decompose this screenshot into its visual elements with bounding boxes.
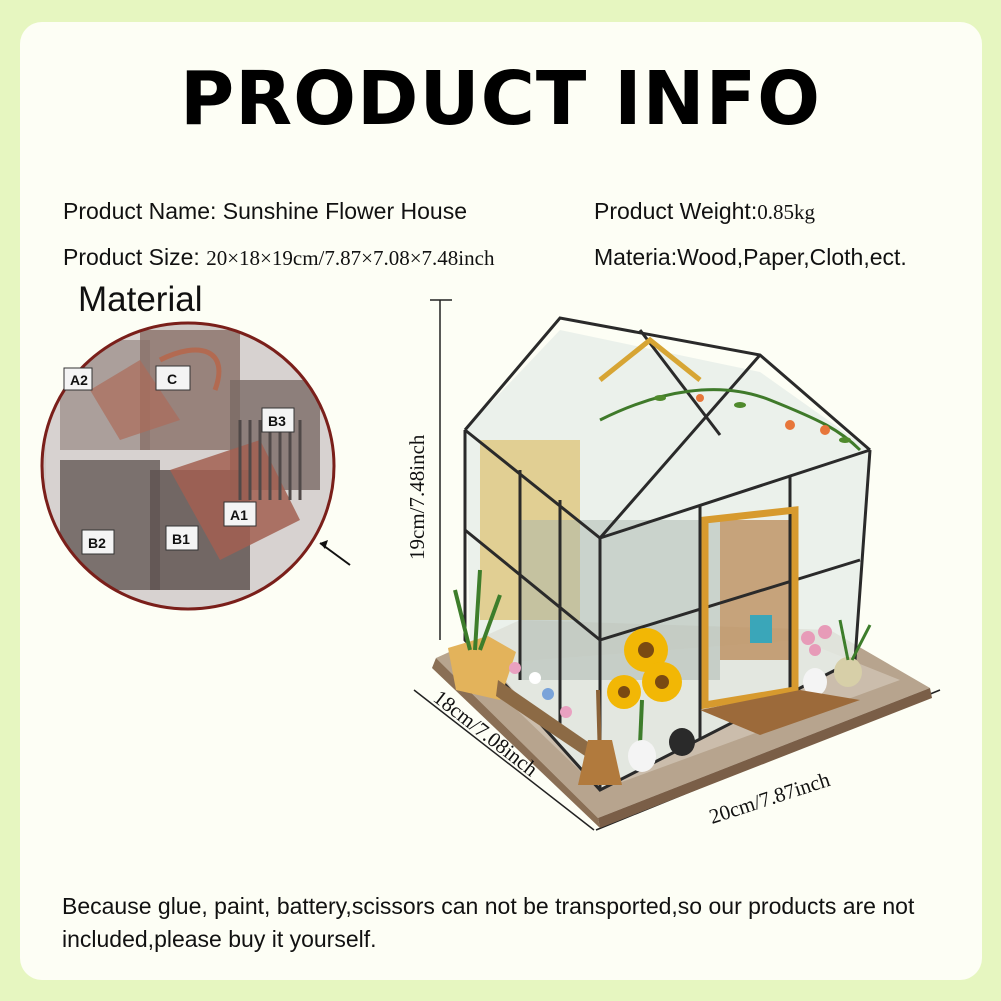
spec-label: Product Size: [63, 244, 200, 270]
spec-label: Materia: [594, 244, 678, 270]
page-title: PRODUCT INFO [179, 56, 822, 142]
part-tag: B3 [261, 407, 295, 433]
spec-product-name: Product Name: Sunshine Flower House [63, 198, 467, 225]
shipping-note: Because glue, paint, battery,scissors ca… [62, 893, 915, 952]
spec-product-weight: Product Weight:0.85kg [594, 198, 815, 225]
part-tag-label: B1 [172, 531, 190, 547]
part-tag: B2 [81, 529, 115, 555]
part-tag-label: A2 [70, 372, 88, 388]
spec-value: 20×18×19cm/7.87×7.08×7.48inch [206, 246, 495, 270]
part-tag-label: B2 [88, 535, 106, 551]
spec-product-size: Product Size: 20×18×19cm/7.87×7.08×7.48i… [63, 244, 494, 271]
part-tag: A2 [63, 367, 93, 391]
part-tag-label: B3 [268, 413, 286, 429]
spec-label: Product Name: [63, 198, 217, 224]
spec-label: Product Weight: [594, 198, 758, 224]
spec-value: Sunshine Flower House [222, 198, 467, 224]
part-tag-label: A1 [230, 507, 248, 523]
spec-material: Materia:Wood,Paper,Cloth,ect. [594, 244, 907, 271]
part-tag: A1 [223, 501, 257, 527]
part-tag: B1 [165, 525, 199, 551]
part-tag: C [155, 365, 191, 391]
material-heading: Material [78, 280, 203, 319]
height-dimension-label: 19cm/7.48inch [405, 434, 429, 560]
spec-value: Wood,Paper,Cloth,ect. [677, 244, 907, 270]
spec-value: 0.85kg [757, 200, 815, 224]
part-tag-label: C [167, 371, 177, 387]
